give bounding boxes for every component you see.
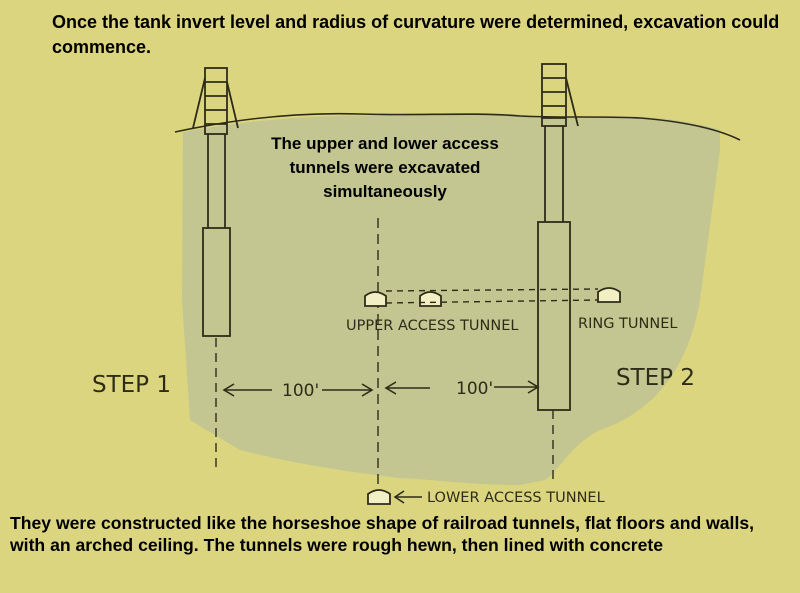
dimension-right-label: 100' (456, 379, 493, 399)
lower-access-tunnel-label: LOWER ACCESS TUNNEL (427, 490, 605, 506)
right-shaft (537, 126, 571, 411)
ring-tunnel-label: RING TUNNEL (578, 316, 677, 332)
right-headframe (541, 63, 579, 127)
upper-access-tunnel-label: UPPER ACCESS TUNNEL (346, 318, 518, 334)
dimension-left (222, 383, 374, 397)
ground-surface-line (174, 112, 741, 141)
left-headframe (192, 67, 239, 135)
dimension-right (384, 380, 540, 395)
lower-tunnel-arrow (393, 490, 422, 504)
left-shaft (202, 134, 231, 337)
ground-excavation-area (182, 112, 720, 485)
tunnel-connection-dashes (385, 288, 599, 304)
top-caption: Once the tank invert level and radius of… (52, 12, 780, 57)
middle-caption: The upper and lower access tunnels were … (271, 134, 499, 201)
step-1-label: STEP 1 (92, 372, 171, 398)
dimension-left-label: 100' (282, 381, 319, 401)
step-2-label: STEP 2 (616, 365, 695, 391)
lower-access-tunnel-profile (367, 489, 391, 505)
bottom-caption: They were constructed like the horseshoe… (10, 513, 755, 555)
